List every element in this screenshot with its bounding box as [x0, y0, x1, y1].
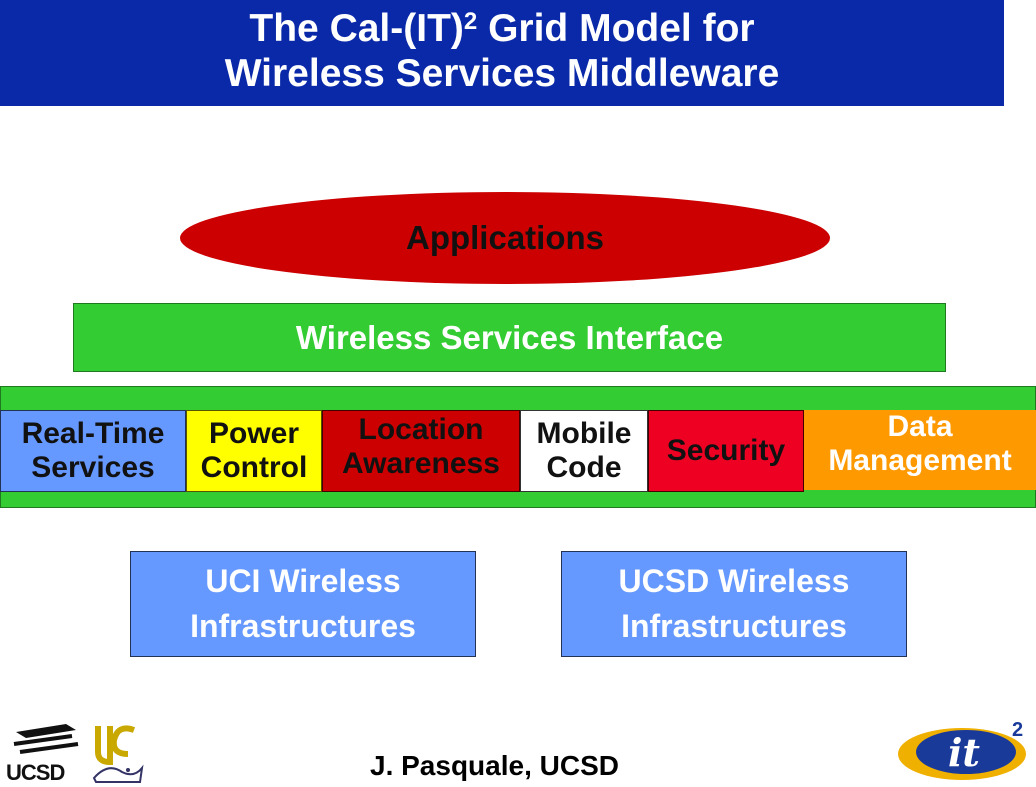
middleware-location-awareness: Location Awareness — [322, 410, 520, 492]
middleware-mobile-code: Mobile Code — [520, 410, 648, 492]
ucsd-logo — [13, 724, 79, 754]
title-line-2: Wireless Services Middleware — [224, 52, 780, 95]
ucsd-wireless-infrastructures: UCSD Wireless Infrastructures — [561, 551, 907, 657]
it2-logo-text: it — [948, 730, 980, 775]
applications-ellipse: Applications — [180, 192, 830, 284]
middleware-security: Security — [648, 410, 804, 492]
title-banner: The Cal-(IT)2 Grid Model for Wireless Se… — [0, 0, 1004, 106]
wireless-services-interface: Wireless Services Interface — [73, 303, 946, 372]
middleware-power-control: Power Control — [186, 410, 322, 492]
ucsd-logo-text: UCSD — [6, 760, 65, 785]
interface-label: Wireless Services Interface — [295, 318, 724, 356]
it2-logo: it 2 — [898, 719, 1026, 780]
middleware-data-management: Data Management — [804, 410, 1036, 490]
title-line-1: The Cal-(IT)2 Grid Model for — [249, 7, 755, 50]
applications-label: Applications — [405, 219, 605, 256]
uci-anteater-logo — [92, 725, 144, 783]
author-credit: J. Pasquale, UCSD — [370, 750, 619, 781]
middleware-real-time-services: Real-Time Services — [0, 410, 186, 492]
uci-wireless-infrastructures: UCI Wireless Infrastructures — [130, 551, 476, 657]
it2-logo-superscript: 2 — [1012, 719, 1023, 741]
